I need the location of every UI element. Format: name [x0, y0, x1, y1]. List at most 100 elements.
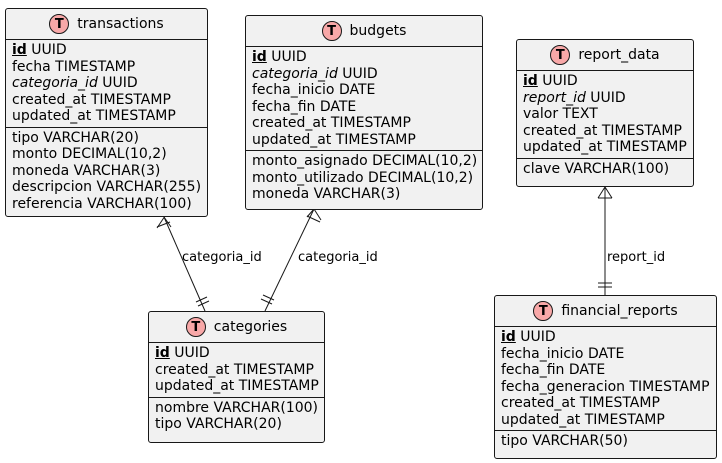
attribute-type: UUID: [97, 75, 138, 91]
attribute-text: updated_at TIMESTAMP: [523, 139, 687, 155]
entity-title: financial_reports: [561, 303, 678, 319]
attribute-row: created_at TIMESTAMP: [523, 123, 687, 140]
attribute-type: UUID: [515, 329, 556, 345]
attribute-text: updated_at TIMESTAMP: [155, 378, 319, 394]
attribute-row: id UUID: [523, 73, 687, 90]
entity-header: T transactions: [6, 9, 207, 40]
entity-header: T report_data: [517, 40, 693, 71]
field-row: moneda VARCHAR(3): [12, 162, 161, 179]
table-icon: T: [550, 45, 571, 65]
entity-title: transactions: [77, 16, 164, 32]
attribute-text: created_at TIMESTAMP: [523, 122, 682, 139]
field-row: tipo VARCHAR(50): [501, 433, 628, 449]
attribute-text: fecha_generacion TIMESTAMP: [501, 378, 710, 395]
field-section: clave VARCHAR(100): [517, 157, 693, 180]
field-row: referencia VARCHAR(100): [12, 195, 192, 212]
attribute-row: created_at TIMESTAMP: [501, 395, 710, 412]
attribute-row: updated_at TIMESTAMP: [12, 108, 201, 125]
entity-title: report_data: [578, 47, 660, 63]
attribute-row: updated_at TIMESTAMP: [501, 412, 710, 429]
attribute-text: fecha_fin DATE: [501, 362, 606, 378]
attribute-row: report_id UUID: [523, 90, 687, 107]
attribute-row: created_at TIMESTAMP: [155, 362, 318, 379]
attribute-text: created_at TIMESTAMP: [501, 395, 660, 411]
attribute-text: created_at TIMESTAMP: [252, 115, 411, 131]
attribute-row: updated_at TIMESTAMP: [252, 132, 476, 149]
field-section: nombre VARCHAR(100)tipo VARCHAR(20): [149, 396, 324, 435]
entity-title: categories: [213, 319, 288, 335]
attribute-row: updated_at TIMESTAMP: [523, 139, 687, 156]
attribute-row: fecha_generacion TIMESTAMP: [501, 379, 710, 396]
entity-title: budgets: [349, 23, 407, 39]
attribute-row: created_at TIMESTAMP: [252, 115, 476, 132]
attribute-text: fecha_fin DATE: [252, 98, 357, 115]
relationship-line-budgets-categories: [260, 208, 322, 312]
attribute-text: created_at TIMESTAMP: [12, 91, 171, 108]
attribute-text: valor TEXT: [523, 106, 598, 122]
attribute-row: categoria_id UUID: [252, 66, 476, 83]
attribute-row: id UUID: [501, 329, 710, 346]
primary-key-name: id: [252, 49, 267, 65]
attribute-type: UUID: [26, 42, 67, 58]
field-row: clave VARCHAR(100): [523, 160, 670, 177]
field-section: tipo VARCHAR(50): [495, 430, 716, 452]
attribute-text: fecha TIMESTAMP: [12, 58, 136, 75]
foreign-key-name: categoria_id: [252, 65, 338, 82]
field-row: descripcion VARCHAR(255): [12, 179, 202, 195]
table-icon: T: [321, 21, 342, 41]
attribute-type: UUID: [337, 65, 378, 82]
attribute-text: updated_at TIMESTAMP: [12, 108, 176, 124]
attribute-row: fecha_inicio DATE: [501, 346, 710, 363]
relationship-line-report_data-financial_reports: [597, 186, 613, 295]
field-section: tipo VARCHAR(20)monto DECIMAL(10,2)moned…: [6, 126, 207, 215]
attribute-type: UUID: [585, 89, 626, 106]
entity-header: T budgets: [246, 16, 482, 47]
field-row: monto DECIMAL(10,2): [12, 146, 167, 162]
field-row: tipo VARCHAR(20): [155, 416, 282, 432]
attribute-row: fecha TIMESTAMP: [12, 59, 201, 76]
attribute-row: updated_at TIMESTAMP: [155, 378, 319, 395]
attribute-text: fecha_inicio DATE: [501, 345, 625, 362]
attribute-text: created_at TIMESTAMP: [155, 361, 314, 378]
attribute-row: categoria_id UUID: [12, 75, 201, 92]
attribute-row: id UUID: [155, 345, 318, 362]
foreign-key-name: report_id: [523, 89, 586, 106]
primary-key-name: id: [523, 73, 538, 89]
table-icon: T: [185, 317, 206, 337]
field-row: monto_asignado DECIMAL(10,2): [252, 153, 478, 169]
field-row: moneda VARCHAR(3): [252, 186, 401, 202]
primary-key-name: id: [155, 345, 170, 361]
attribute-text: fecha_inicio DATE: [252, 82, 376, 98]
relationship-line-transactions-categories: [156, 215, 210, 312]
entity-header: T categories: [149, 312, 324, 343]
table-icon: T: [533, 301, 554, 321]
field-row: tipo VARCHAR(20): [12, 129, 139, 146]
attribute-text: updated_at TIMESTAMP: [501, 411, 665, 428]
attribute-row: fecha_inicio DATE: [252, 82, 476, 99]
attribute-row: id UUID: [12, 42, 201, 59]
attribute-row: fecha_fin DATE: [252, 99, 476, 116]
relationship-label: report_id: [607, 250, 665, 265]
field-row: nombre VARCHAR(100): [155, 399, 319, 416]
table-icon: T: [49, 14, 70, 34]
entity-header: T financial_reports: [495, 296, 716, 327]
attribute-row: fecha_fin DATE: [501, 362, 710, 379]
field-section: monto_asignado DECIMAL(10,2)monto_utiliz…: [246, 150, 482, 205]
foreign-key-name: categoria_id: [12, 75, 98, 91]
primary-key-name: id: [501, 329, 516, 345]
relationship-label: categoria_id: [182, 250, 262, 265]
field-row: monto_utilizado DECIMAL(10,2): [252, 169, 474, 186]
primary-key-name: id: [12, 42, 27, 58]
attribute-text: updated_at TIMESTAMP: [252, 131, 416, 148]
